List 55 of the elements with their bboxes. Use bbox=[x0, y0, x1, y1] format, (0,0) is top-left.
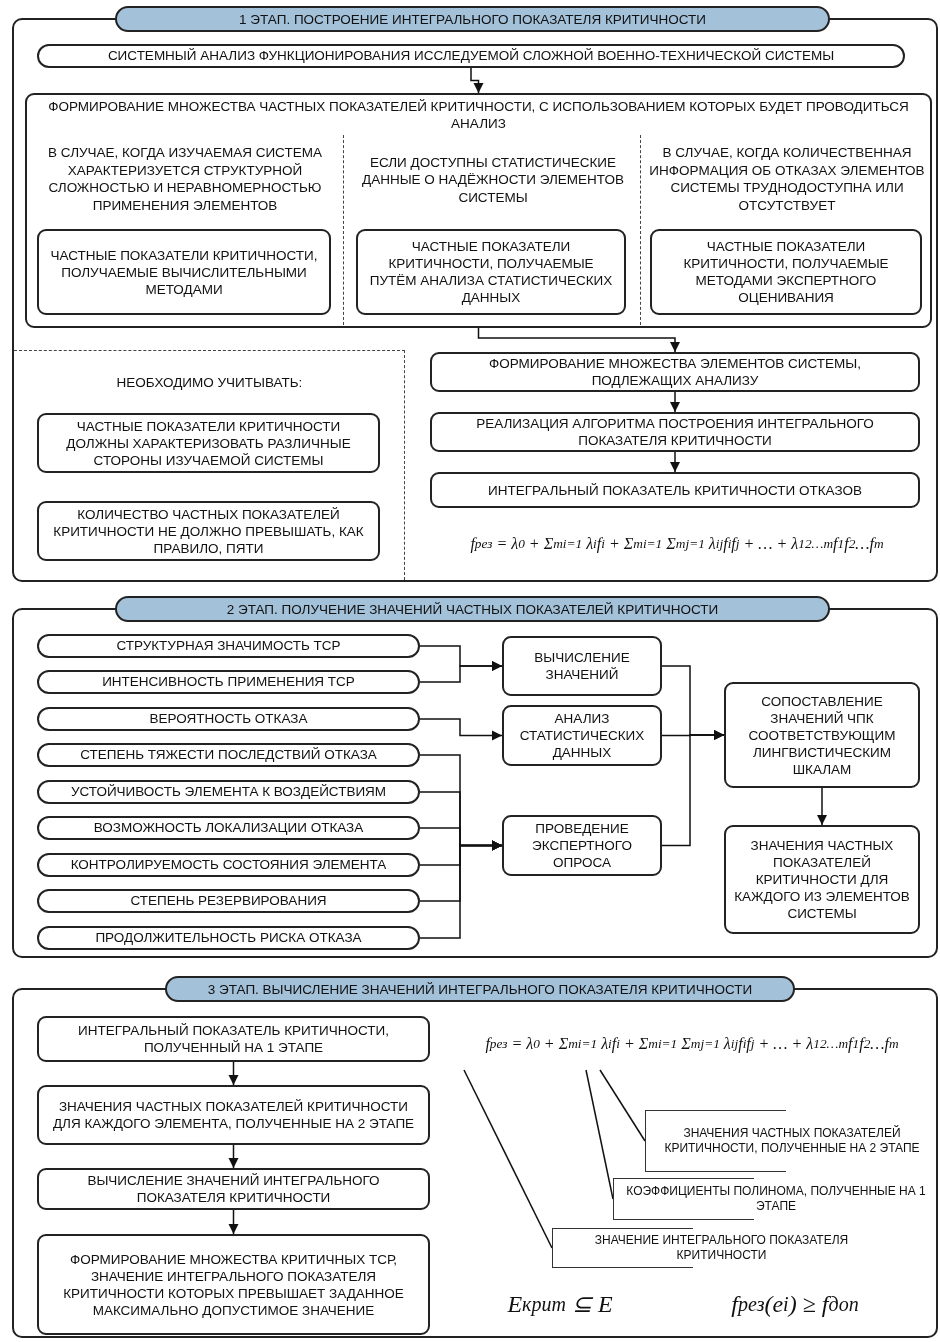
callout-text: КОЭФФИЦИЕНТЫ ПОЛИНОМА, ПОЛУЧЕННЫЕ НА 1 ЭТАПЕ bbox=[613, 1178, 930, 1220]
leader-line bbox=[585, 1069, 614, 1200]
process-box: ЗНАЧЕНИЯ ЧАСТНЫХ ПОКАЗАТЕЛЕЙ КРИТИЧНОСТИ ДЛЯ КАЖДОГО ИЗ ЭЛЕМЕНТОВ СИСТЕМЫ bbox=[724, 825, 920, 934]
process-box: ФОРМИРОВАНИЕ МНОЖЕСТВА ЭЛЕМЕНТОВ СИСТЕМЫ, ПОДЛЕЖАЩИХ АНАЛИЗУ bbox=[430, 352, 920, 392]
process-box: ВОЗМОЖНОСТЬ ЛОКАЛИЗАЦИИ ОТКАЗА bbox=[37, 816, 420, 840]
leader-line bbox=[463, 1069, 553, 1249]
process-box: КОЛИЧЕСТВО ЧАСТНЫХ ПОКАЗАТЕЛЕЙ КРИТИЧНОСТИ НЕ ДОЛЖНО ПРЕВЫШАТЬ, КАК ПРАВИЛО, ПЯТИ bbox=[37, 501, 380, 561]
stage-header: 1 ЭТАП. ПОСТРОЕНИЕ ИНТЕГРАЛЬНОГО ПОКАЗАТЕЛЯ КРИТИЧНОСТИ bbox=[115, 6, 830, 32]
arrow bbox=[228, 1209, 239, 1235]
stage-header: 3 ЭТАП. ВЫЧИСЛЕНИЕ ЗНАЧЕНИЙ ИНТЕГРАЛЬНОГО ПОКАЗАТЕЛЯ КРИТИЧНОСТИ bbox=[165, 976, 795, 1002]
process-box: СТЕПЕНЬ ТЯЖЕСТИ ПОСЛЕДСТВИЙ ОТКАЗА bbox=[37, 743, 420, 767]
arrow bbox=[669, 451, 681, 473]
leader-line bbox=[599, 1069, 646, 1142]
condition-text: ЕСЛИ ДОСТУПНЫ СТАТИСТИЧЕСКИЕ ДАННЫЕ О НАДЁЖНОСТИ ЭЛЕМЕНТОВ СИСТЕМЫ bbox=[361, 153, 625, 207]
process-box: СТЕПЕНЬ РЕЗЕРВИРОВАНИЯ bbox=[37, 889, 420, 913]
process-box: ВЫЧИСЛЕНИЕ ЗНАЧЕНИЙ bbox=[502, 636, 662, 696]
arrow bbox=[470, 67, 484, 94]
process-box: ФОРМИРОВАНИЕ МНОЖЕСТВА КРИТИЧНЫХ ТСР, ЗНАЧЕНИЕ ИНТЕГРАЛЬНОГО ПОКАЗАТЕЛЯ КРИТИЧНОСТИ КОТОРЫХ ПРЕВЫШАЕТ ЗАДАННОЕ МАКСИМАЛЬНО ДОПУСТИМОЕ ЗНАЧЕНИЕ bbox=[37, 1234, 430, 1335]
process-box: ЧАСТНЫЕ ПОКАЗАТЕЛИ КРИТИЧНОСТИ, ПОЛУЧАЕМЫЕ ВЫЧИСЛИТЕЛЬНЫМИ МЕТОДАМИ bbox=[37, 229, 331, 315]
process-box: КОНТРОЛИРУЕМОСТЬ СОСТОЯНИЯ ЭЛЕМЕНТА bbox=[37, 853, 420, 877]
process-box bbox=[25, 93, 932, 328]
arrow bbox=[228, 1144, 239, 1169]
arrow bbox=[661, 729, 725, 847]
callout-text: ЗНАЧЕНИЯ ЧАСТНЫХ ПОКАЗАТЕЛЕЙ КРИТИЧНОСТИ, ПОЛУЧЕННЫЕ НА 2 ЭТАПЕ bbox=[645, 1110, 930, 1172]
arrow bbox=[419, 840, 503, 939]
arrow bbox=[816, 787, 828, 826]
process-box: ПРОДОЛЖИТЕЛЬНОСТЬ РИСКА ОТКАЗА bbox=[37, 926, 420, 950]
stage-header: 2 ЭТАП. ПОЛУЧЕНИЕ ЗНАЧЕНИЙ ЧАСТНЫХ ПОКАЗАТЕЛЕЙ КРИТИЧНОСТИ bbox=[115, 596, 830, 622]
process-box: УСТОЙЧИВОСТЬ ЭЛЕМЕНТА К ВОЗДЕЙСТВИЯМ bbox=[37, 780, 420, 804]
process-box: ПРОВЕДЕНИЕ ЭКСПЕРТНОГО ОПРОСА bbox=[502, 815, 662, 876]
arrow bbox=[228, 1061, 239, 1086]
process-box: ЗНАЧЕНИЯ ЧАСТНЫХ ПОКАЗАТЕЛЕЙ КРИТИЧНОСТИ ДЛЯ КАЖДОГО ЭЛЕМЕНТА, ПОЛУЧЕННЫЕ НА 2 ЭТАПЕ bbox=[37, 1085, 430, 1145]
process-box: АНАЛИЗ СТАТИСТИЧЕСКИХ ДАННЫХ bbox=[502, 705, 662, 766]
callout-text: ЗНАЧЕНИЕ ИНТЕГРАЛЬНОГО ПОКАЗАТЕЛЯ КРИТИЧНОСТИ bbox=[552, 1228, 882, 1268]
process-box: ИНТЕГРАЛЬНЫЙ ПОКАЗАТЕЛЬ КРИТИЧНОСТИ, ПОЛУЧЕННЫЙ НА 1 ЭТАПЕ bbox=[37, 1016, 430, 1062]
process-box: СИСТЕМНЫЙ АНАЛИЗ ФУНКЦИОНИРОВАНИЯ ИССЛЕДУЕМОЙ СЛОЖНОЙ ВОЕННО-ТЕХНИЧЕСКОЙ СИСТЕМЫ bbox=[37, 44, 905, 68]
condition-text: В СЛУЧАЕ, КОГДА ИЗУЧАЕМАЯ СИСТЕМА ХАРАКТЕРИЗУЕТСЯ СТРУКТУРНОЙ СЛОЖНОСТЬЮ И НЕРАВНОМЕРНОСТЬЮ ПРИМЕНЕНИЯ ЭЛЕМЕНТОВ bbox=[47, 144, 323, 215]
arrow bbox=[419, 660, 503, 683]
process-box: СОПОСТАВЛЕНИЕ ЗНАЧЕНИЙ ЧПК СООТВЕТСТВУЮЩИМ ЛИНГВИСТИЧЕСКИМ ШКАЛАМ bbox=[724, 682, 920, 788]
process-box: ИНТЕНСИВНОСТЬ ПРИМЕНЕНИЯ ТСР bbox=[37, 670, 420, 694]
condition-text: В СЛУЧАЕ, КОГДА КОЛИЧЕСТВЕННАЯ ИНФОРМАЦИЯ ОБ ОТКАЗАХ ЭЛЕМЕНТОВ СИСТЕМЫ ТРУДНОДОСТУПНА ИЛИ ОТСУТСТВУЕТ bbox=[648, 144, 926, 215]
arrow bbox=[419, 718, 503, 741]
note-area bbox=[14, 350, 405, 580]
arrow bbox=[669, 391, 681, 413]
process-box: РЕАЛИЗАЦИЯ АЛГОРИТМА ПОСТРОЕНИЯ ИНТЕГРАЛЬНОГО ПОКАЗАТЕЛЯ КРИТИЧНОСТИ bbox=[430, 412, 920, 452]
process-box: ЧАСТНЫЕ ПОКАЗАТЕЛИ КРИТИЧНОСТИ, ПОЛУЧАЕМЫЕ ПУТЁМ АНАЛИЗА СТАТИСТИЧЕСКИХ ДАННЫХ bbox=[356, 229, 626, 315]
process-box: СТРУКТУРНАЯ ЗНАЧИМОСТЬ ТСР bbox=[37, 634, 420, 658]
process-box: ЧАСТНЫЕ ПОКАЗАТЕЛИ КРИТИЧНОСТИ ДОЛЖНЫ ХАРАКТЕРИЗОВАТЬ РАЗЛИЧНЫЕ СТОРОНЫ ИЗУЧАЕМОЙ СИСТЕМЫ bbox=[37, 413, 380, 473]
box-heading: ФОРМИРОВАНИЕ МНОЖЕСТВА ЧАСТНЫХ ПОКАЗАТЕЛЕЙ КРИТИЧНОСТИ, С ИСПОЛЬЗОВАНИЕМ КОТОРЫХ БУДЕТ ПРОВОДИТЬСЯ АНАЛИЗ bbox=[47, 97, 910, 133]
process-box: ИНТЕГРАЛЬНЫЙ ПОКАЗАТЕЛЬ КРИТИЧНОСТИ ОТКАЗОВ bbox=[430, 472, 920, 508]
process-box: ВЫЧИСЛЕНИЕ ЗНАЧЕНИЙ ИНТЕГРАЛЬНОГО ПОКАЗАТЕЛЯ КРИТИЧНОСТИ bbox=[37, 1168, 430, 1210]
process-box: ЧАСТНЫЕ ПОКАЗАТЕЛИ КРИТИЧНОСТИ, ПОЛУЧАЕМЫЕ МЕТОДАМИ ЭКСПЕРТНОГО ОЦЕНИВАНИЯ bbox=[650, 229, 922, 315]
arrow bbox=[477, 327, 681, 353]
note-heading: НЕОБХОДИМО УЧИТЫВАТЬ: bbox=[115, 374, 304, 393]
process-box: ВЕРОЯТНОСТЬ ОТКАЗА bbox=[37, 707, 420, 731]
